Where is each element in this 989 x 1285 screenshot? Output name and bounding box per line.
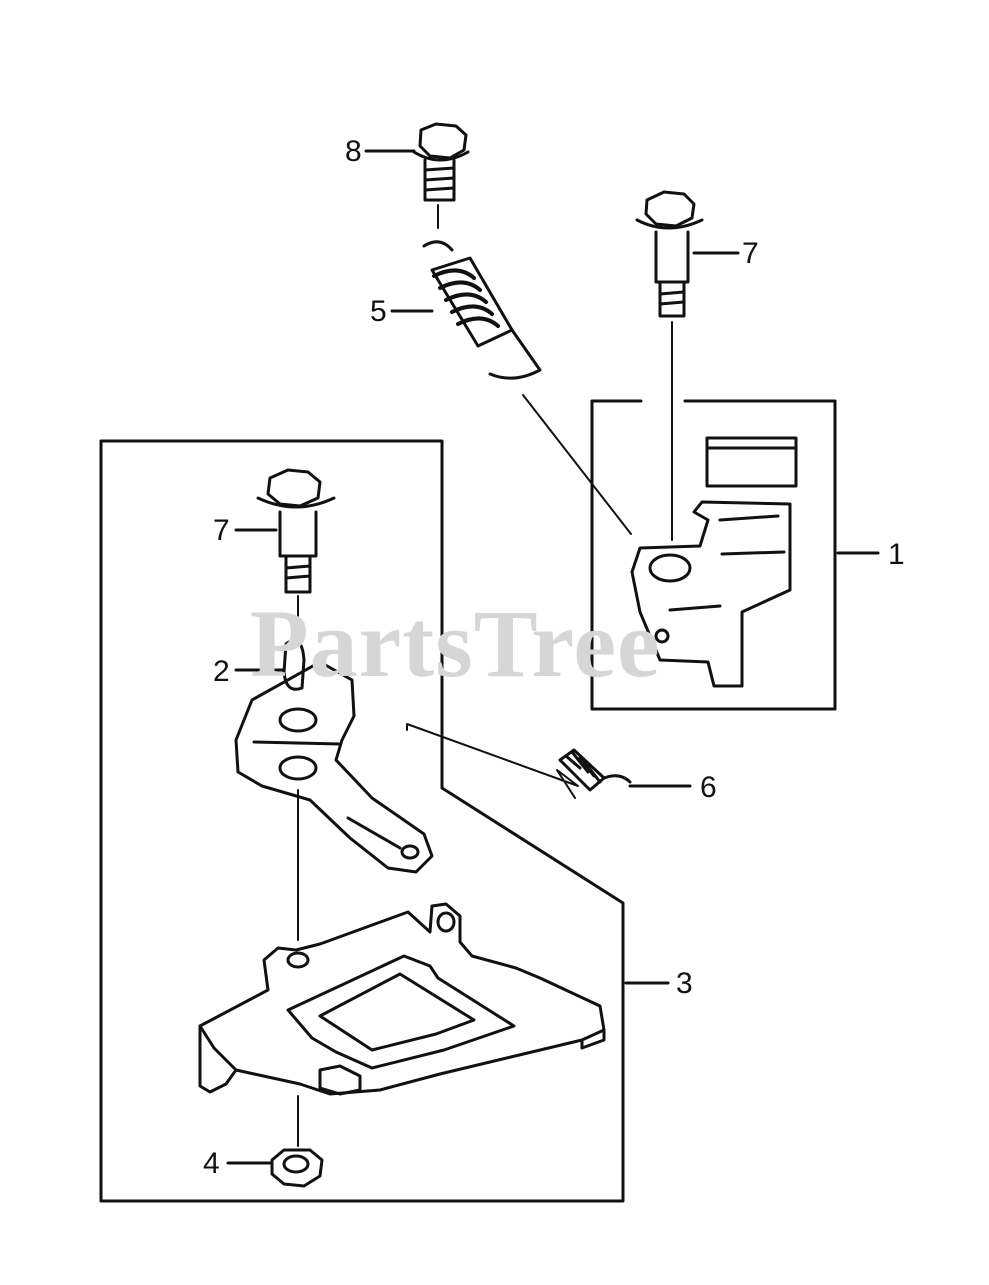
- callout-7-lower: 7: [213, 514, 230, 547]
- callout-1: 1: [888, 538, 905, 571]
- base-plate-3-part: [198, 902, 606, 1147]
- bolt-7-upper-part: [635, 190, 704, 541]
- callout-3: 3: [676, 967, 693, 1000]
- lever-1-part: [630, 436, 798, 688]
- spring-5-part: [422, 240, 632, 535]
- spring-6-part: [406, 723, 632, 799]
- bolt-8-part: [412, 122, 470, 229]
- nut-4-part: [270, 1148, 324, 1188]
- callout-5: 5: [370, 295, 387, 328]
- group-frame-3: [99, 439, 625, 1203]
- throttle-arm-part: [234, 639, 434, 941]
- callout-8: 8: [345, 135, 362, 168]
- bolt-7-lower-part: [256, 468, 336, 641]
- group-frame-1: [590, 399, 837, 711]
- leader-lines: [226, 149, 880, 1165]
- callout-7-upper: 7: [742, 237, 759, 270]
- callout-6: 6: [700, 771, 717, 804]
- callout-4: 4: [203, 1147, 220, 1180]
- callout-2: 2: [213, 655, 230, 688]
